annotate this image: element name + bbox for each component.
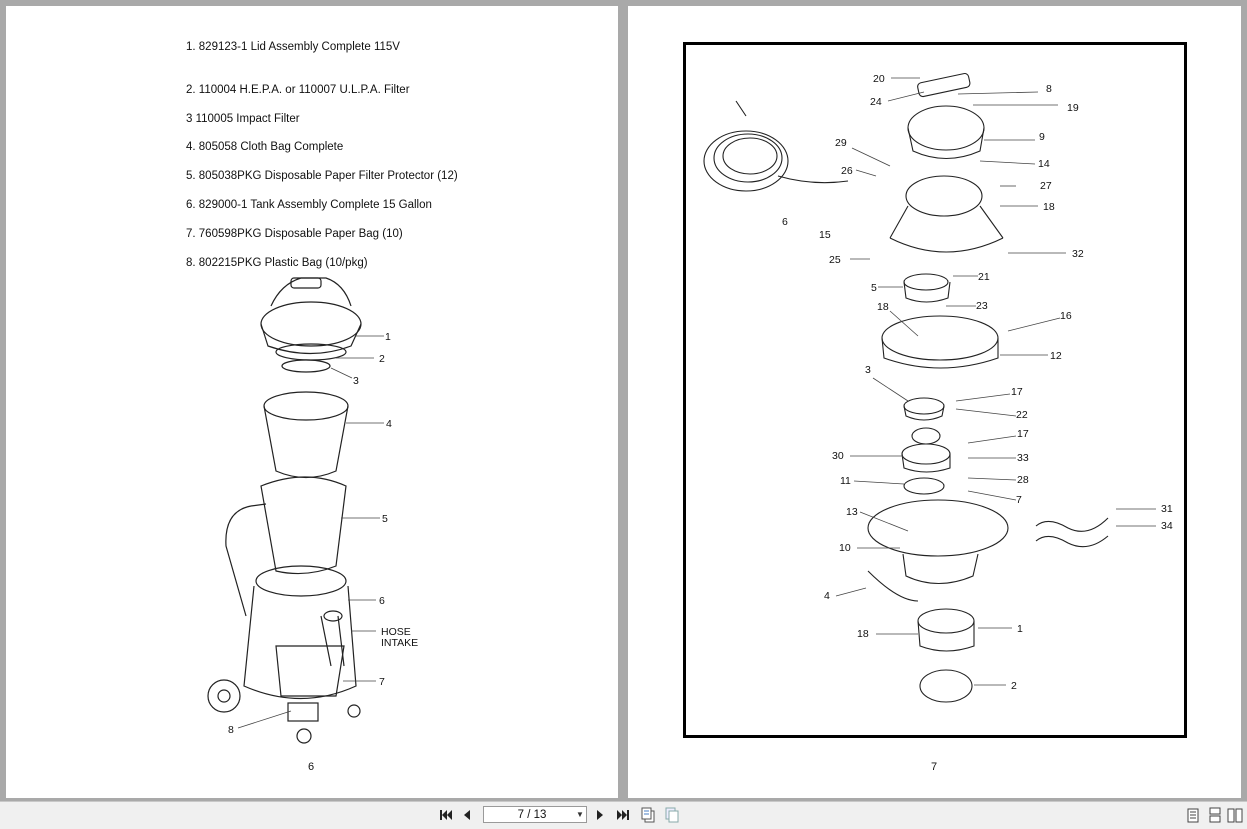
last-page-icon[interactable] [615,807,631,823]
parts-list-item: 5. 805038PKG Disposable Paper Filter Pro… [186,170,458,182]
callout-label: 22 [1016,409,1028,421]
next-page-icon[interactable] [594,807,606,823]
go-back-icon[interactable] [639,807,657,823]
facing-pages-view-icon[interactable] [1227,807,1243,823]
exploded-parts-diagram: 20 8 24 19 9 29 14 26 27 18 6 15 32 25 2… [683,42,1187,738]
callout-label: 7 [1016,494,1022,506]
callout-label: 29 [835,137,847,149]
callout-label: 1 [385,331,391,343]
callout-label: 9 [1039,131,1045,143]
callout-label: 17 [1017,428,1029,440]
callout-label: 10 [839,542,851,554]
callout-label: 12 [1050,350,1062,362]
parts-list-item: 6. 829000-1 Tank Assembly Complete 15 Ga… [186,199,432,211]
callout-label: 18 [1043,201,1055,213]
callout-label: 6 [379,595,385,607]
callout-label: 11 [840,475,851,487]
callout-label: 18 [857,628,869,640]
page-number: 6 [308,761,315,773]
chevron-down-icon: ▼ [576,810,584,819]
callout-label: 14 [1038,158,1050,170]
callout-label: 33 [1017,452,1029,464]
hose-intake-label: INTAKE [381,637,418,649]
callout-label: 7 [379,676,385,688]
right-page: 20 8 24 19 9 29 14 26 27 18 6 15 32 25 2… [628,6,1241,798]
page-number-select[interactable]: 7 / 13 ▼ [483,806,587,823]
page-indicator: 7 / 13 [517,808,547,821]
callout-label: 13 [846,506,858,518]
callout-label: 3 [353,375,359,387]
previous-page-icon[interactable] [460,807,474,823]
callout-label: 4 [386,418,392,430]
callout-label: 5 [871,282,877,294]
callout-label: 8 [228,724,234,736]
vacuum-assembly-illustration: 1 2 3 4 5 6 7 8 HOSE INTAKE [207,277,418,744]
callout-label: 27 [1040,180,1052,192]
callout-label: 20 [873,73,885,85]
callout-label: 1 [1017,623,1023,635]
callout-label: 15 [819,229,831,241]
parts-list-item: 1. 829123-1 Lid Assembly Complete 115V [186,41,400,53]
callout-label: 24 [870,96,882,108]
left-page: 1. 829123-1 Lid Assembly Complete 115V 2… [6,6,618,798]
callout-label: 18 [877,301,889,313]
page-number: 7 [931,761,938,773]
callout-label: 31 [1161,503,1173,515]
callout-label: 26 [841,165,853,177]
callout-label: 34 [1161,520,1173,532]
callout-label: 3 [865,364,871,376]
callout-label: 32 [1072,248,1084,260]
parts-list-item: 7. 760598PKG Disposable Paper Bag (10) [186,228,403,240]
callout-label: 21 [978,271,990,283]
go-forward-icon[interactable] [663,807,681,823]
callout-label: 19 [1067,102,1079,114]
callout-label: 30 [832,450,844,462]
callout-label: 4 [824,590,830,602]
callout-label: 25 [829,254,841,266]
viewer-toolbar: 7 / 13 ▼ [0,801,1247,829]
parts-list-item: 4. 805058 Cloth Bag Complete [186,141,344,153]
diagram-frame [683,42,1187,738]
parts-list-item: 3 110005 Impact Filter [186,113,300,125]
first-page-icon[interactable] [438,807,454,823]
callout-label: 16 [1060,310,1072,322]
callout-label: 2 [379,353,385,365]
continuous-view-icon[interactable] [1208,807,1222,823]
callout-label: 23 [976,300,988,312]
callout-label: 8 [1046,83,1052,95]
single-page-view-icon[interactable] [1186,807,1200,823]
callout-label: 5 [382,513,388,525]
parts-list-item: 2. 110004 H.E.P.A. or 110007 U.L.P.A. Fi… [186,84,410,96]
callout-label: 2 [1011,680,1017,692]
callout-label: 6 [782,216,788,228]
parts-list-item: 8. 802215PKG Plastic Bag (10/pkg) [186,257,368,269]
hose-intake-label: HOSE [381,626,411,638]
callout-label: 17 [1011,386,1023,398]
callout-label: 28 [1017,474,1029,486]
